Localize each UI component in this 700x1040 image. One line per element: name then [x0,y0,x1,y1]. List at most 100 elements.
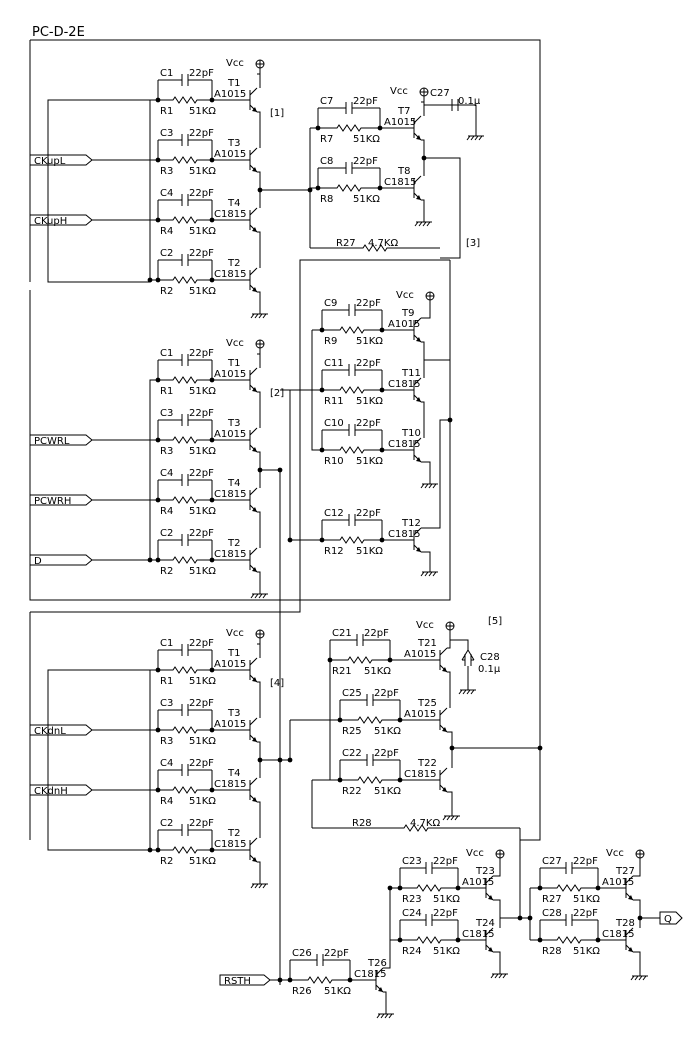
wire [421,341,425,378]
capacitor-value: 0.1μ [478,664,501,675]
resistor-value: 51KΩ [189,856,216,867]
wire [447,731,453,768]
transistor-ref: T4 [227,768,240,779]
transistor-type: A1015 [404,649,436,660]
wire [47,669,150,851]
resistor-value: 51KΩ [573,946,600,957]
capacitor-value: 22pF [189,348,214,359]
wire [257,111,261,148]
block-label: [2] [270,388,284,399]
resistor-value: 51KΩ [189,166,216,177]
transistor-type: C1815 [388,379,420,390]
resistor-value: 51KΩ [356,456,383,467]
resistor-value: 4.7KΩ [410,818,440,829]
capacitor-ref: C4 [160,188,173,199]
transistor-ref: T4 [227,198,240,209]
resistor-ref: R2 [160,566,173,577]
capacitor-ref: C27 [542,856,562,867]
port-label: CKdnH [34,786,68,797]
capacitor-ref: C27 [430,88,450,99]
vcc-label: Vcc [396,290,414,301]
capacitor-value: 22pF [189,818,214,829]
resistor-value: 51KΩ [364,666,391,677]
wire [421,461,431,480]
resistor-ref: R12 [324,546,344,557]
capacitor-value: 22pF [189,128,214,139]
capacitor-ref: C11 [324,358,344,369]
capacitor-ref: C2 [160,528,173,539]
wire [149,379,158,561]
junction-dot [537,745,543,751]
capacitor-ref: C26 [292,948,312,959]
resistor-ref: R11 [324,396,344,407]
resistor-ref: R7 [320,134,333,145]
capacitor-ref: C25 [342,688,362,699]
transistor-type: C1815 [388,529,420,540]
capacitor-value: 22pF [189,248,214,259]
diagram-title: PC-D-2E [32,25,85,40]
resistor-ref: R28 [352,818,372,829]
port-label: Q [664,914,672,925]
wire [421,401,425,438]
capacitor-value: 22pF [189,758,214,769]
transistor-ref: T1 [227,358,240,369]
resistor-value: 51KΩ [189,506,216,517]
capacitor-ref: C4 [160,468,173,479]
input-port-ckdnh: CKdnH [29,784,93,797]
resistor-ref: R3 [160,446,173,457]
transistor-ref: T28 [615,918,635,929]
transistor-ref: T1 [227,648,240,659]
junction-dot [277,467,283,473]
resistor-ref: R3 [160,736,173,747]
resistor-value: 51KΩ [189,446,216,457]
capacitor-ref: C1 [160,68,173,79]
capacitor-ref: C1 [160,348,173,359]
transistor-ref: T4 [227,478,240,489]
transistor-type: C1815 [404,769,436,780]
input-port-ckdnl: CKdnL [29,724,93,737]
transistor-ref: T12 [401,518,421,529]
resistor-ref: R27 [336,238,356,249]
capacitor-ref: C3 [160,128,173,139]
transistor-type: A1015 [214,659,246,670]
wire [421,419,450,529]
wire [421,306,431,319]
input-port-ckupl: CKupL [29,154,93,167]
wire [633,951,641,972]
capacitor-ref: C24 [402,908,422,919]
capacitor-value: 22pF [374,688,399,699]
capacitor-ref: C3 [160,408,173,419]
wire [257,681,261,718]
wire [30,39,541,841]
transistor-type: C1815 [214,839,246,850]
vcc-label: Vcc [226,628,244,639]
vcc-label: Vcc [606,848,624,859]
wire [447,671,451,708]
resistor-ref: R21 [332,666,352,677]
transistor-type: A1015 [214,89,246,100]
port-label: CKupL [34,156,66,167]
